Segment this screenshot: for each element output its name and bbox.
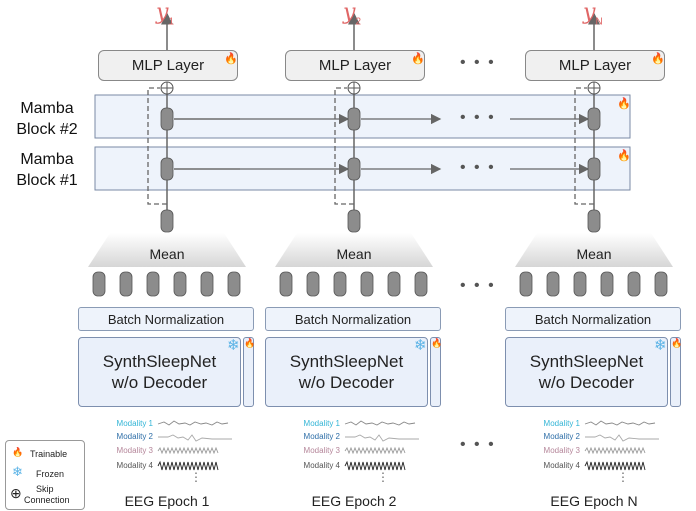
modality-label: Modality 4 (543, 461, 580, 470)
vertical-ellipsis: ⋮ (377, 470, 389, 484)
modality-label: Modality 2 (303, 432, 340, 441)
ellipsis: • • • (460, 109, 496, 126)
mamba-block-2 (94, 94, 631, 139)
flame-icon: 🔥 (617, 98, 631, 110)
modality-label: Modality 2 (543, 432, 580, 441)
batch-norm-n: Batch Normalization (505, 307, 681, 331)
mean-label-1: Mean (149, 246, 185, 262)
ellipsis: • • • (460, 159, 496, 176)
mlp-layer-2: MLP Layer (285, 50, 425, 81)
snowflake-icon: ❄ (654, 337, 667, 354)
output-label-2: y2 (343, 0, 361, 28)
modality-label: Modality 1 (303, 419, 340, 428)
flame-icon: 🔥 (431, 338, 443, 348)
encoder-trainable-head-n (670, 337, 681, 407)
mean-label-2: Mean (336, 246, 372, 262)
mlp-layer-1: MLP Layer (98, 50, 238, 81)
snowflake-icon: ❄ (227, 337, 240, 354)
epoch-label-n: EEG Epoch N (550, 493, 638, 509)
mlp-layer-n: MLP Layer (525, 50, 665, 81)
snowflake-icon: ❄ (12, 464, 23, 479)
modality-label: Modality 3 (303, 446, 340, 455)
vertical-ellipsis: ⋮ (190, 470, 202, 484)
legend-frozen-label: Frozen (36, 469, 65, 479)
epoch-label-1: EEG Epoch 1 (124, 493, 210, 509)
modality-label: Modality 2 (116, 432, 153, 441)
feature-tokens (92, 271, 668, 297)
encoder-trainable-head-1 (243, 337, 254, 407)
batch-norm-2: Batch Normalization (265, 307, 441, 331)
ellipsis: • • • (460, 54, 496, 71)
output-label-n: yN (583, 0, 603, 28)
legend-skip-label-line1: Skip (36, 484, 54, 494)
flame-icon: 🔥 (651, 53, 665, 65)
mean-label-n: Mean (576, 246, 612, 262)
flame-icon: 🔥 (244, 338, 256, 348)
batch-norm-1: Batch Normalization (78, 307, 254, 331)
legend-skip-label-line2: Connection (24, 495, 70, 505)
eeg-waveforms (157, 420, 659, 471)
modality-label: Modality 4 (303, 461, 340, 470)
flame-icon: 🔥 (671, 338, 683, 348)
modality-label: Modality 1 (543, 419, 580, 428)
vertical-ellipsis: ⋮ (617, 470, 629, 484)
mean-pool-n (515, 233, 673, 267)
epoch-label-2: EEG Epoch 2 (311, 493, 397, 509)
snowflake-icon: ❄ (414, 337, 427, 354)
modality-label: Modality 1 (116, 419, 153, 428)
flame-icon: 🔥 (617, 150, 631, 162)
flame-icon: 🔥 (12, 447, 24, 457)
mean-pool-2 (275, 233, 433, 267)
output-label-1: y1 (156, 0, 174, 28)
modality-label: Modality 4 (116, 461, 153, 470)
modality-label: Modality 3 (543, 446, 580, 455)
ellipsis: • • • (460, 277, 496, 294)
modality-label: Modality 3 (116, 446, 153, 455)
legend: 🔥 Trainable ❄ Frozen ⊕ Skip Connection (5, 440, 85, 510)
flame-icon: 🔥 (224, 53, 238, 65)
flame-icon: 🔥 (411, 53, 425, 65)
legend-trainable-label: Trainable (30, 449, 68, 459)
sequence-tokens (160, 107, 601, 233)
ellipsis: • • • (460, 436, 496, 453)
circle-plus-icon: ⊕ (10, 485, 22, 501)
mean-pool-1 (88, 233, 246, 267)
encoder-trainable-head-2 (430, 337, 441, 407)
